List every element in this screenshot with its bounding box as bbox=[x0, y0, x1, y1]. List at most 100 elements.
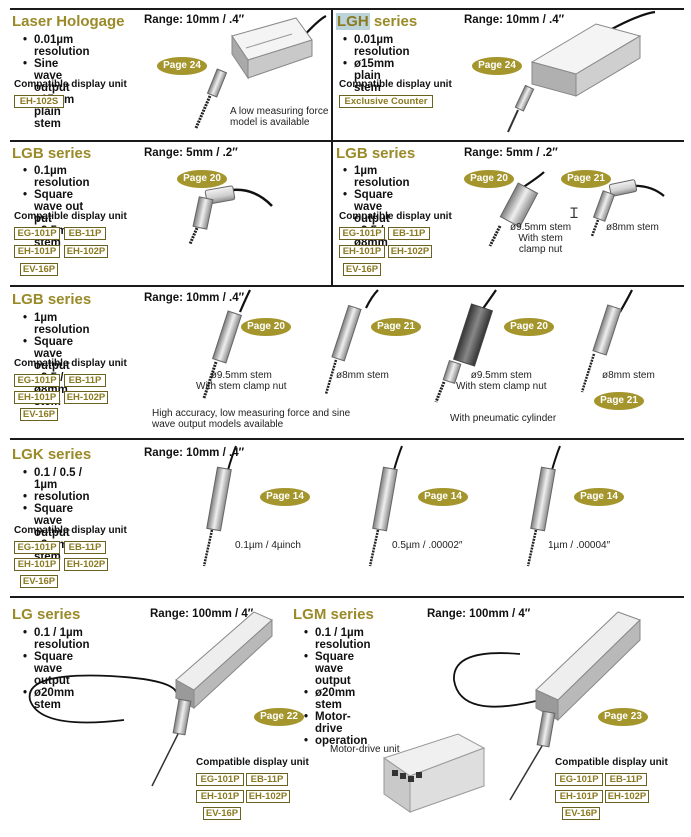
divider-4 bbox=[10, 596, 684, 598]
range-label: Range: 100mm / 4″ bbox=[427, 608, 531, 620]
display-unit-box: EH-102P bbox=[605, 790, 649, 803]
text-cursor-icon: Ｉ bbox=[567, 205, 581, 221]
product-caption: 1µm / .00004″ bbox=[548, 540, 611, 551]
section-title: LGH series bbox=[336, 13, 417, 30]
page-badge: Page 14 bbox=[418, 488, 468, 506]
range-label: Range: 10mm / .4″ bbox=[144, 14, 245, 26]
motor-drive-caption: Motor-drive unit bbox=[330, 744, 400, 755]
section-title: LGB series bbox=[12, 291, 92, 308]
product-caption: ø8mm stem bbox=[336, 370, 389, 381]
display-unit-box: EB-11P bbox=[388, 227, 430, 240]
display-unit-box: EH-101P bbox=[14, 391, 60, 404]
feature-list: 0.01µm resolution Sine wave output ø15mm… bbox=[22, 34, 90, 130]
display-unit-box: EB-11P bbox=[64, 227, 106, 240]
range-label: Range: 10mm / .4″ bbox=[464, 14, 565, 26]
feature-item: 0.01µm resolution bbox=[22, 34, 90, 58]
model-note-line: model is available bbox=[230, 117, 310, 128]
lgm-illustration bbox=[382, 611, 641, 813]
section-title: Laser Hologage bbox=[12, 13, 125, 30]
display-unit-box: EG-101P bbox=[555, 773, 603, 786]
title-rest: series bbox=[369, 13, 418, 30]
display-unit-box: EV-16P bbox=[20, 575, 58, 588]
display-unit-box: EH-102P bbox=[246, 790, 290, 803]
range-label: Range: 5mm / .2″ bbox=[144, 147, 238, 159]
display-unit-box: EB-11P bbox=[246, 773, 288, 786]
feature-item: 0.1µm resolution bbox=[22, 165, 90, 189]
display-unit-box: EH-102P bbox=[388, 245, 432, 258]
display-unit-box: EG-101P bbox=[14, 374, 60, 387]
feature-item: Square wave out put bbox=[22, 189, 90, 225]
page-badge: Page 22 bbox=[254, 708, 304, 726]
lgb-5mm-illustration bbox=[188, 185, 273, 245]
display-unit-box: EH-102P bbox=[64, 558, 108, 571]
top-rule bbox=[10, 8, 684, 10]
section-title: LGB series bbox=[12, 145, 92, 162]
product-caption: ø9.5mm stem With stem clamp nut bbox=[456, 370, 547, 392]
caption-line: ø9.5mm stem bbox=[210, 370, 272, 381]
feature-item: Square wave output bbox=[342, 189, 410, 225]
feature-item: Square wave output bbox=[22, 651, 90, 687]
laser-hologage-illustration bbox=[194, 15, 327, 129]
display-unit-box: EV-16P bbox=[203, 807, 241, 820]
caption-line: ø9.5mm stem bbox=[470, 370, 532, 381]
display-unit-box: EV-16P bbox=[562, 807, 600, 820]
section-title: LG series bbox=[12, 606, 81, 623]
product-caption: ø9.5mm stem With stem clamp nut bbox=[510, 222, 571, 255]
display-unit-box: EH-101P bbox=[196, 790, 244, 803]
feature-continuation: resolution bbox=[34, 491, 90, 503]
product-caption: 0.5µm / .00002″ bbox=[392, 540, 463, 551]
model-note-line: High accuracy, low measuring force and s… bbox=[152, 408, 351, 419]
feature-item: Square wave output bbox=[303, 651, 371, 687]
divider-3 bbox=[10, 438, 684, 440]
page-badge: Page 14 bbox=[260, 488, 310, 506]
page-badge: Page 21 bbox=[594, 392, 644, 410]
feature-item: 1µm resolution bbox=[342, 165, 410, 189]
display-unit-box: EH-102P bbox=[64, 245, 108, 258]
compatible-display-unit-label: Compatible display unit bbox=[14, 358, 127, 369]
caption-line: With stem clamp nut bbox=[456, 381, 547, 392]
title-highlight: LGH bbox=[336, 13, 370, 30]
caption-line: clamp nut bbox=[518, 244, 563, 255]
feature-item: 0.1 / 0.5 / 1µm bbox=[22, 467, 90, 491]
page-badge: Page 24 bbox=[157, 57, 207, 75]
page-badge: Page 24 bbox=[472, 57, 522, 75]
page-badge: Page 23 bbox=[598, 708, 648, 726]
feature-item: 1µm resolution bbox=[22, 312, 90, 336]
compatible-display-unit-label: Compatible display unit bbox=[14, 211, 127, 222]
section-title: LGM series bbox=[293, 606, 374, 623]
feature-item: 0.1 / 1µm resolution bbox=[22, 627, 90, 651]
lgh-illustration bbox=[507, 10, 656, 133]
lgb-10mm-models-illustration bbox=[202, 289, 633, 403]
feature-item: Square wave output bbox=[22, 503, 90, 539]
page-badge: Page 14 bbox=[574, 488, 624, 506]
display-unit-box: EG-101P bbox=[339, 227, 385, 240]
display-unit-box: EB-11P bbox=[605, 773, 647, 786]
feature-item: ø15mm plain stem bbox=[342, 58, 410, 94]
feature-list: 0.1 / 1µm resolution Square wave output … bbox=[303, 627, 371, 747]
feature-item: Motor-drive bbox=[303, 711, 371, 735]
feature-item: 0.01µm resolution bbox=[342, 34, 410, 58]
column-divider-top bbox=[331, 8, 333, 285]
lgk-illustration bbox=[202, 445, 561, 567]
feature-item: operation bbox=[303, 735, 371, 747]
display-unit-box: EH-101P bbox=[339, 245, 385, 258]
product-caption: ø8mm stem bbox=[606, 222, 659, 233]
compatible-display-unit-label: Compatible display unit bbox=[339, 79, 452, 90]
display-unit-box: EG-101P bbox=[14, 227, 60, 240]
lgb-5mm-models-illustration bbox=[488, 171, 665, 247]
range-label: Range: 5mm / .2″ bbox=[464, 147, 558, 159]
display-unit-box: Exclusive Counter bbox=[339, 95, 433, 108]
range-label: Range: 100mm / 4″ bbox=[150, 608, 254, 620]
feature-item: resolution bbox=[22, 491, 90, 503]
feature-list: 0.1 / 0.5 / 1µm resolution Square wave o… bbox=[22, 467, 90, 563]
divider-1 bbox=[10, 140, 684, 142]
display-unit-box: EV-16P bbox=[343, 263, 381, 276]
page-badge: Page 20 bbox=[504, 318, 554, 336]
display-unit-box: EV-16P bbox=[20, 408, 58, 421]
product-caption: ø9.5mm stem With stem clamp nut bbox=[196, 370, 287, 392]
page-badge: Page 20 bbox=[177, 170, 227, 188]
display-unit-box: EH-101P bbox=[14, 558, 60, 571]
display-unit-box: EG-101P bbox=[14, 541, 60, 554]
model-note: High accuracy, low measuring force and s… bbox=[152, 408, 350, 430]
model-note: With pneumatic cylinder bbox=[450, 413, 557, 424]
